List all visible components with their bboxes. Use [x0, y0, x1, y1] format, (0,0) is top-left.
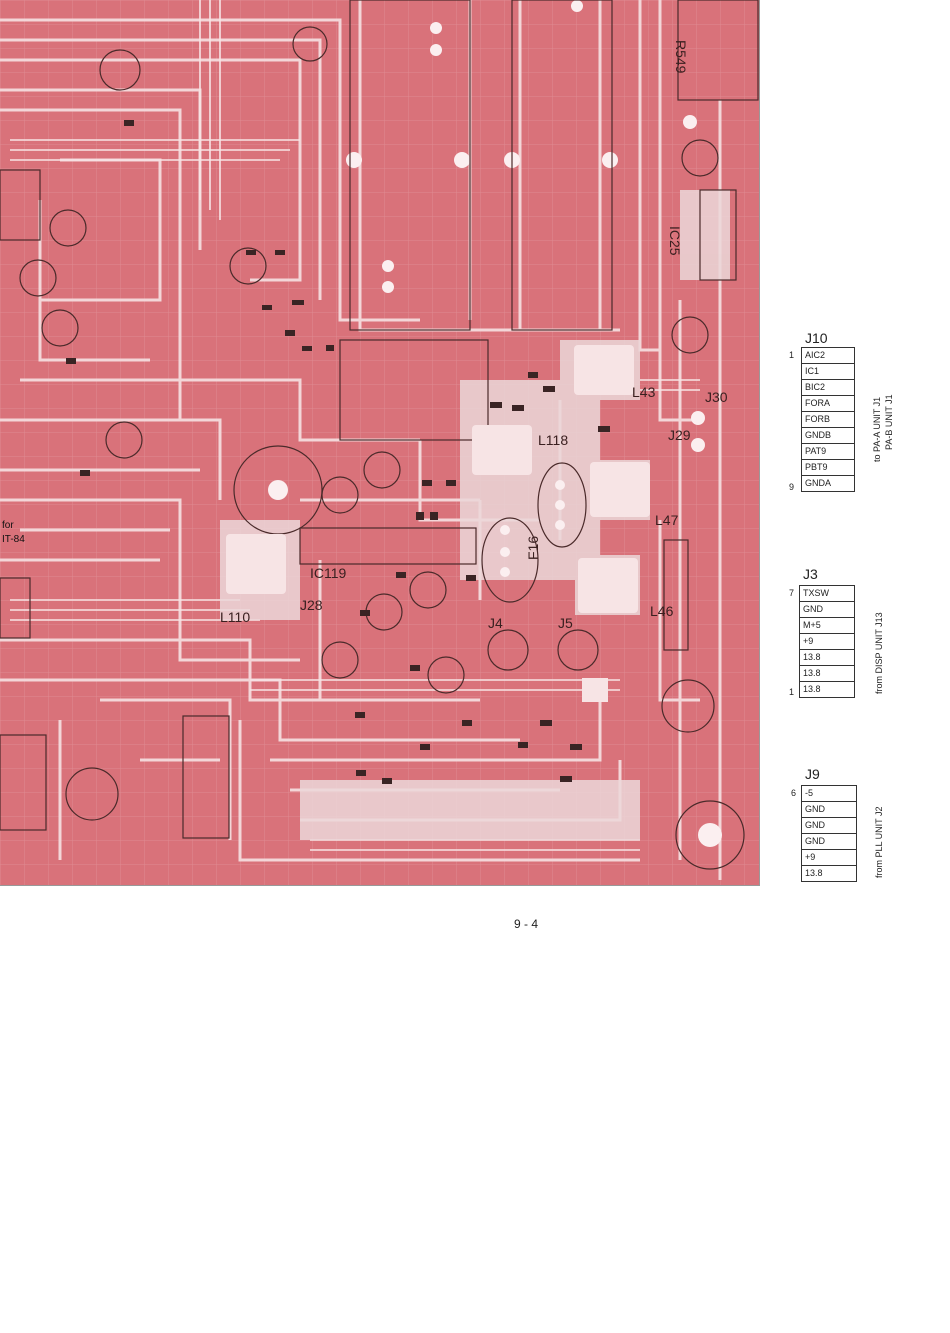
label-ic25: IC25 — [667, 226, 683, 256]
component-designators: R549 IC25 J30 L43 J29 L118 L47 F16 IC119… — [220, 40, 728, 631]
j3-pin: M+5 — [799, 617, 855, 634]
label-r549: R549 — [673, 40, 689, 74]
j10-pin: GNDB — [801, 427, 855, 444]
label-j5: J5 — [558, 615, 573, 631]
left-note-unit: IT-84 — [2, 534, 25, 545]
label-l110: L110 — [220, 609, 250, 625]
j9-pin: -5 — [801, 785, 857, 802]
j10-pin: FORA — [801, 395, 855, 412]
j9-pin: GND — [801, 801, 857, 818]
j10-pin: PAT9 — [801, 443, 855, 460]
j10-pin: BIC2 — [801, 379, 855, 396]
label-j4: J4 — [488, 615, 503, 631]
j3-pin: 13.8 — [799, 681, 855, 698]
j3-pin: 13.8 — [799, 649, 855, 666]
left-note-for: for — [2, 520, 14, 531]
label-l47: L47 — [655, 512, 679, 528]
pcb-layout: R549 IC25 J30 L43 J29 L118 L47 F16 IC119… — [0, 0, 760, 886]
j10-last-pin: 9 — [789, 482, 795, 492]
j3-title: J3 — [803, 566, 818, 582]
label-l46: L46 — [650, 603, 674, 619]
label-j30: J30 — [705, 389, 728, 405]
j3-pin: +9 — [799, 633, 855, 650]
j10-pin: AIC2 — [801, 347, 855, 364]
j10-pin: PBT9 — [801, 459, 855, 476]
j3-first-pin: 7 — [789, 588, 795, 598]
j9-note: from PLL UNIT J2 — [874, 806, 884, 878]
j3-pin: GND — [799, 601, 855, 618]
j10-pin-table: AIC2 IC1 BIC2 FORA FORB GNDB PAT9 PBT9 G… — [801, 347, 855, 492]
j10-note-line1: to PA-A UNIT J1 — [872, 396, 882, 462]
j9-pin: GND — [801, 817, 857, 834]
j10-pin: FORB — [801, 411, 855, 428]
page-number: 9 - 4 — [514, 917, 539, 931]
j3-note: from DISP UNIT J13 — [874, 612, 884, 694]
j9-title: J9 — [805, 766, 820, 782]
label-l118: L118 — [538, 432, 568, 448]
label-j28: J28 — [300, 597, 323, 613]
j3-pin: TXSW — [799, 585, 855, 602]
j9-pin-table: -5 GND GND GND +9 13.8 — [801, 785, 857, 882]
j9-pin: GND — [801, 833, 857, 850]
label-j29: J29 — [668, 427, 691, 443]
j9-first-pin: 6 — [791, 788, 797, 798]
j10-note-line2: PA-B UNIT J1 — [884, 394, 894, 450]
label-ic119: IC119 — [310, 565, 347, 581]
j9-pin: 13.8 — [801, 865, 857, 882]
label-f16: F16 — [525, 536, 541, 560]
label-l43: L43 — [632, 384, 656, 400]
j10-pin: IC1 — [801, 363, 855, 380]
j3-pin-table: TXSW GND M+5 +9 13.8 13.8 13.8 — [799, 585, 855, 698]
j10-title: J10 — [805, 330, 828, 346]
j10-pin: GNDA — [801, 475, 855, 492]
j9-pin: +9 — [801, 849, 857, 866]
j3-last-pin: 1 — [789, 687, 795, 697]
j10-first-pin: 1 — [789, 350, 795, 360]
j3-pin: 13.8 — [799, 665, 855, 682]
